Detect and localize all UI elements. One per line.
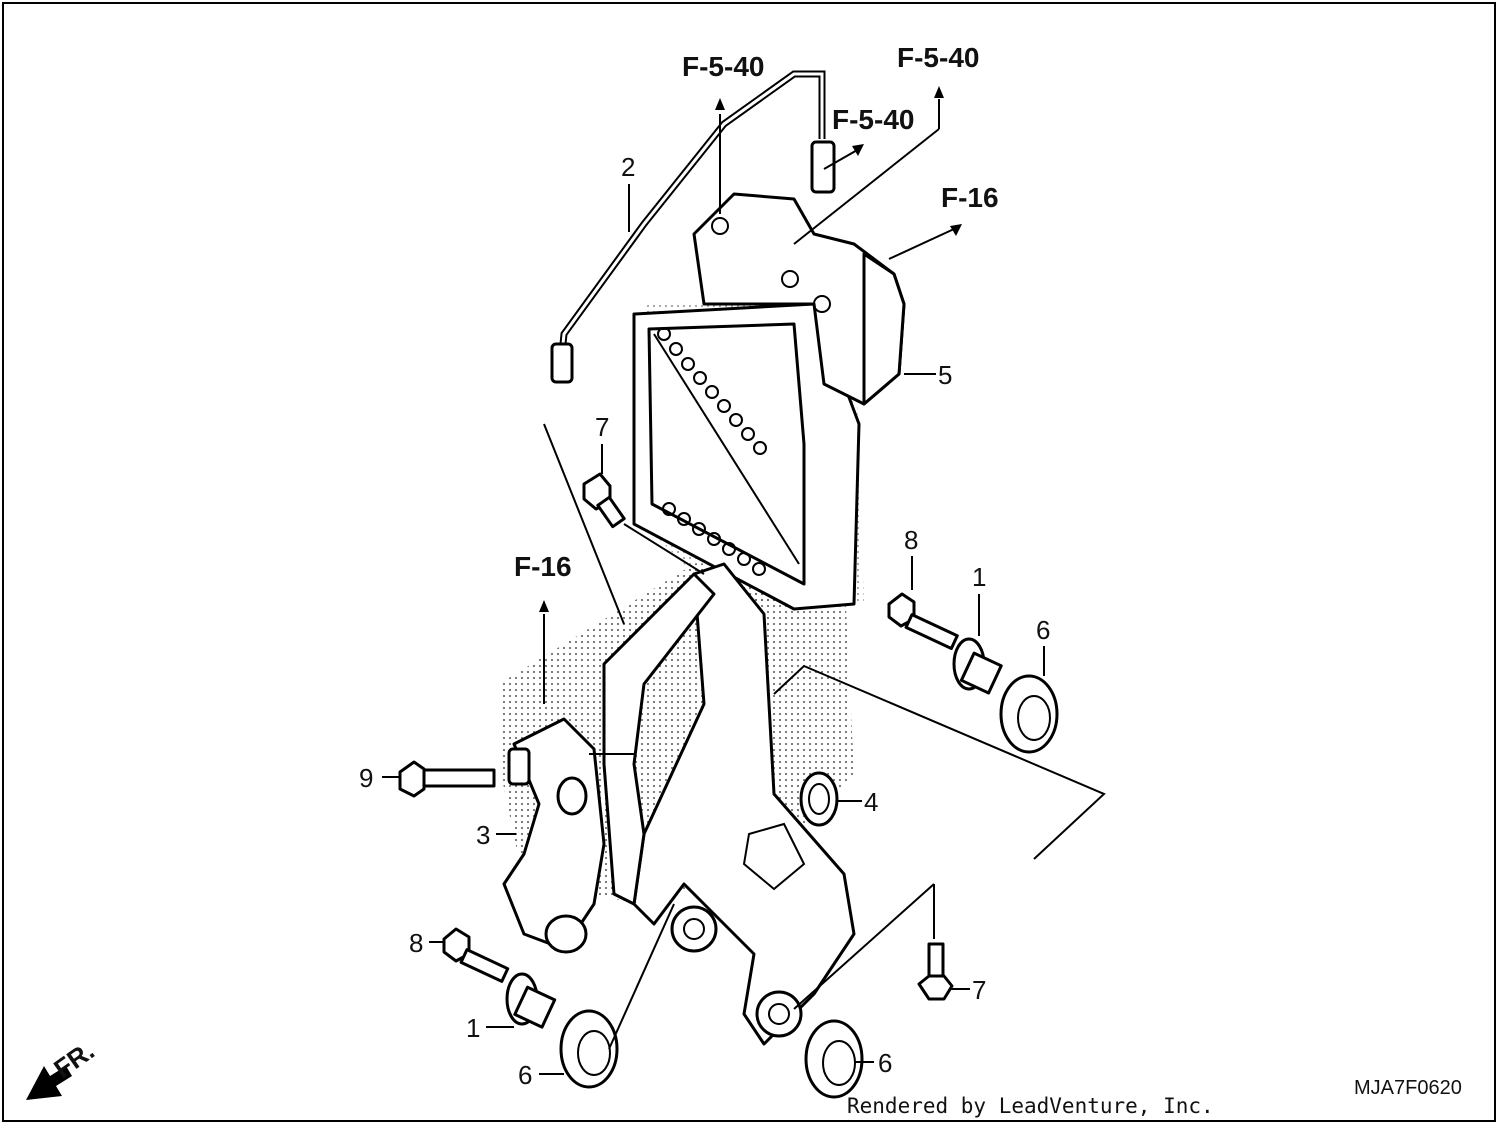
callout-7-upper: 7 [595,412,609,442]
bolt-7-upper [582,472,626,529]
ref-f16-left: F-16 [514,551,572,582]
callout-8-lower: 8 [409,928,423,958]
damper-part-4 [799,771,839,827]
parts-diagram: F-5-40 F-5-40 F-5-40 F-16 F-16 2 5 7 8 1… [26,42,1106,1100]
callout-leaders [382,184,1045,1075]
callout-7-lower: 7 [972,975,986,1005]
ref-f540-top-right: F-5-40 [897,42,979,73]
callout-6-upper: 6 [1036,615,1050,645]
abs-modulator [632,192,906,611]
brake-pipe [550,70,836,384]
ref-f540-top-left: F-5-40 [682,51,764,82]
ref-f540-middle: F-5-40 [832,104,914,135]
callout-4: 4 [864,787,878,817]
render-credit: Rendered by LeadVenture, Inc. [847,1094,1214,1118]
callout-3: 3 [476,820,490,850]
front-arrow-icon [26,1066,72,1100]
lower-mount-hardware [442,927,864,1099]
callout-6-lower-left: 6 [518,1060,532,1090]
main-bracket [602,562,856,1046]
callout-5: 5 [938,360,952,390]
callout-9: 9 [359,763,373,793]
reference-arrows [539,86,962,612]
callout-2: 2 [621,152,635,182]
callout-6-lower-right: 6 [878,1048,892,1078]
bolt-9 [398,760,496,798]
assembly-lines [543,99,1106,1050]
bolt-7-lower [917,942,954,1001]
ref-f16-right: F-16 [941,182,999,213]
callout-1-upper: 1 [972,562,986,592]
front-indicator: FR. [26,1035,100,1100]
upper-mount-hardware [887,592,1059,754]
callout-1-lower: 1 [466,1013,480,1043]
callout-8-upper: 8 [904,525,918,555]
diagram-code: MJA7F0620 [1354,1077,1462,1099]
sub-bracket-part-3 [502,717,606,954]
